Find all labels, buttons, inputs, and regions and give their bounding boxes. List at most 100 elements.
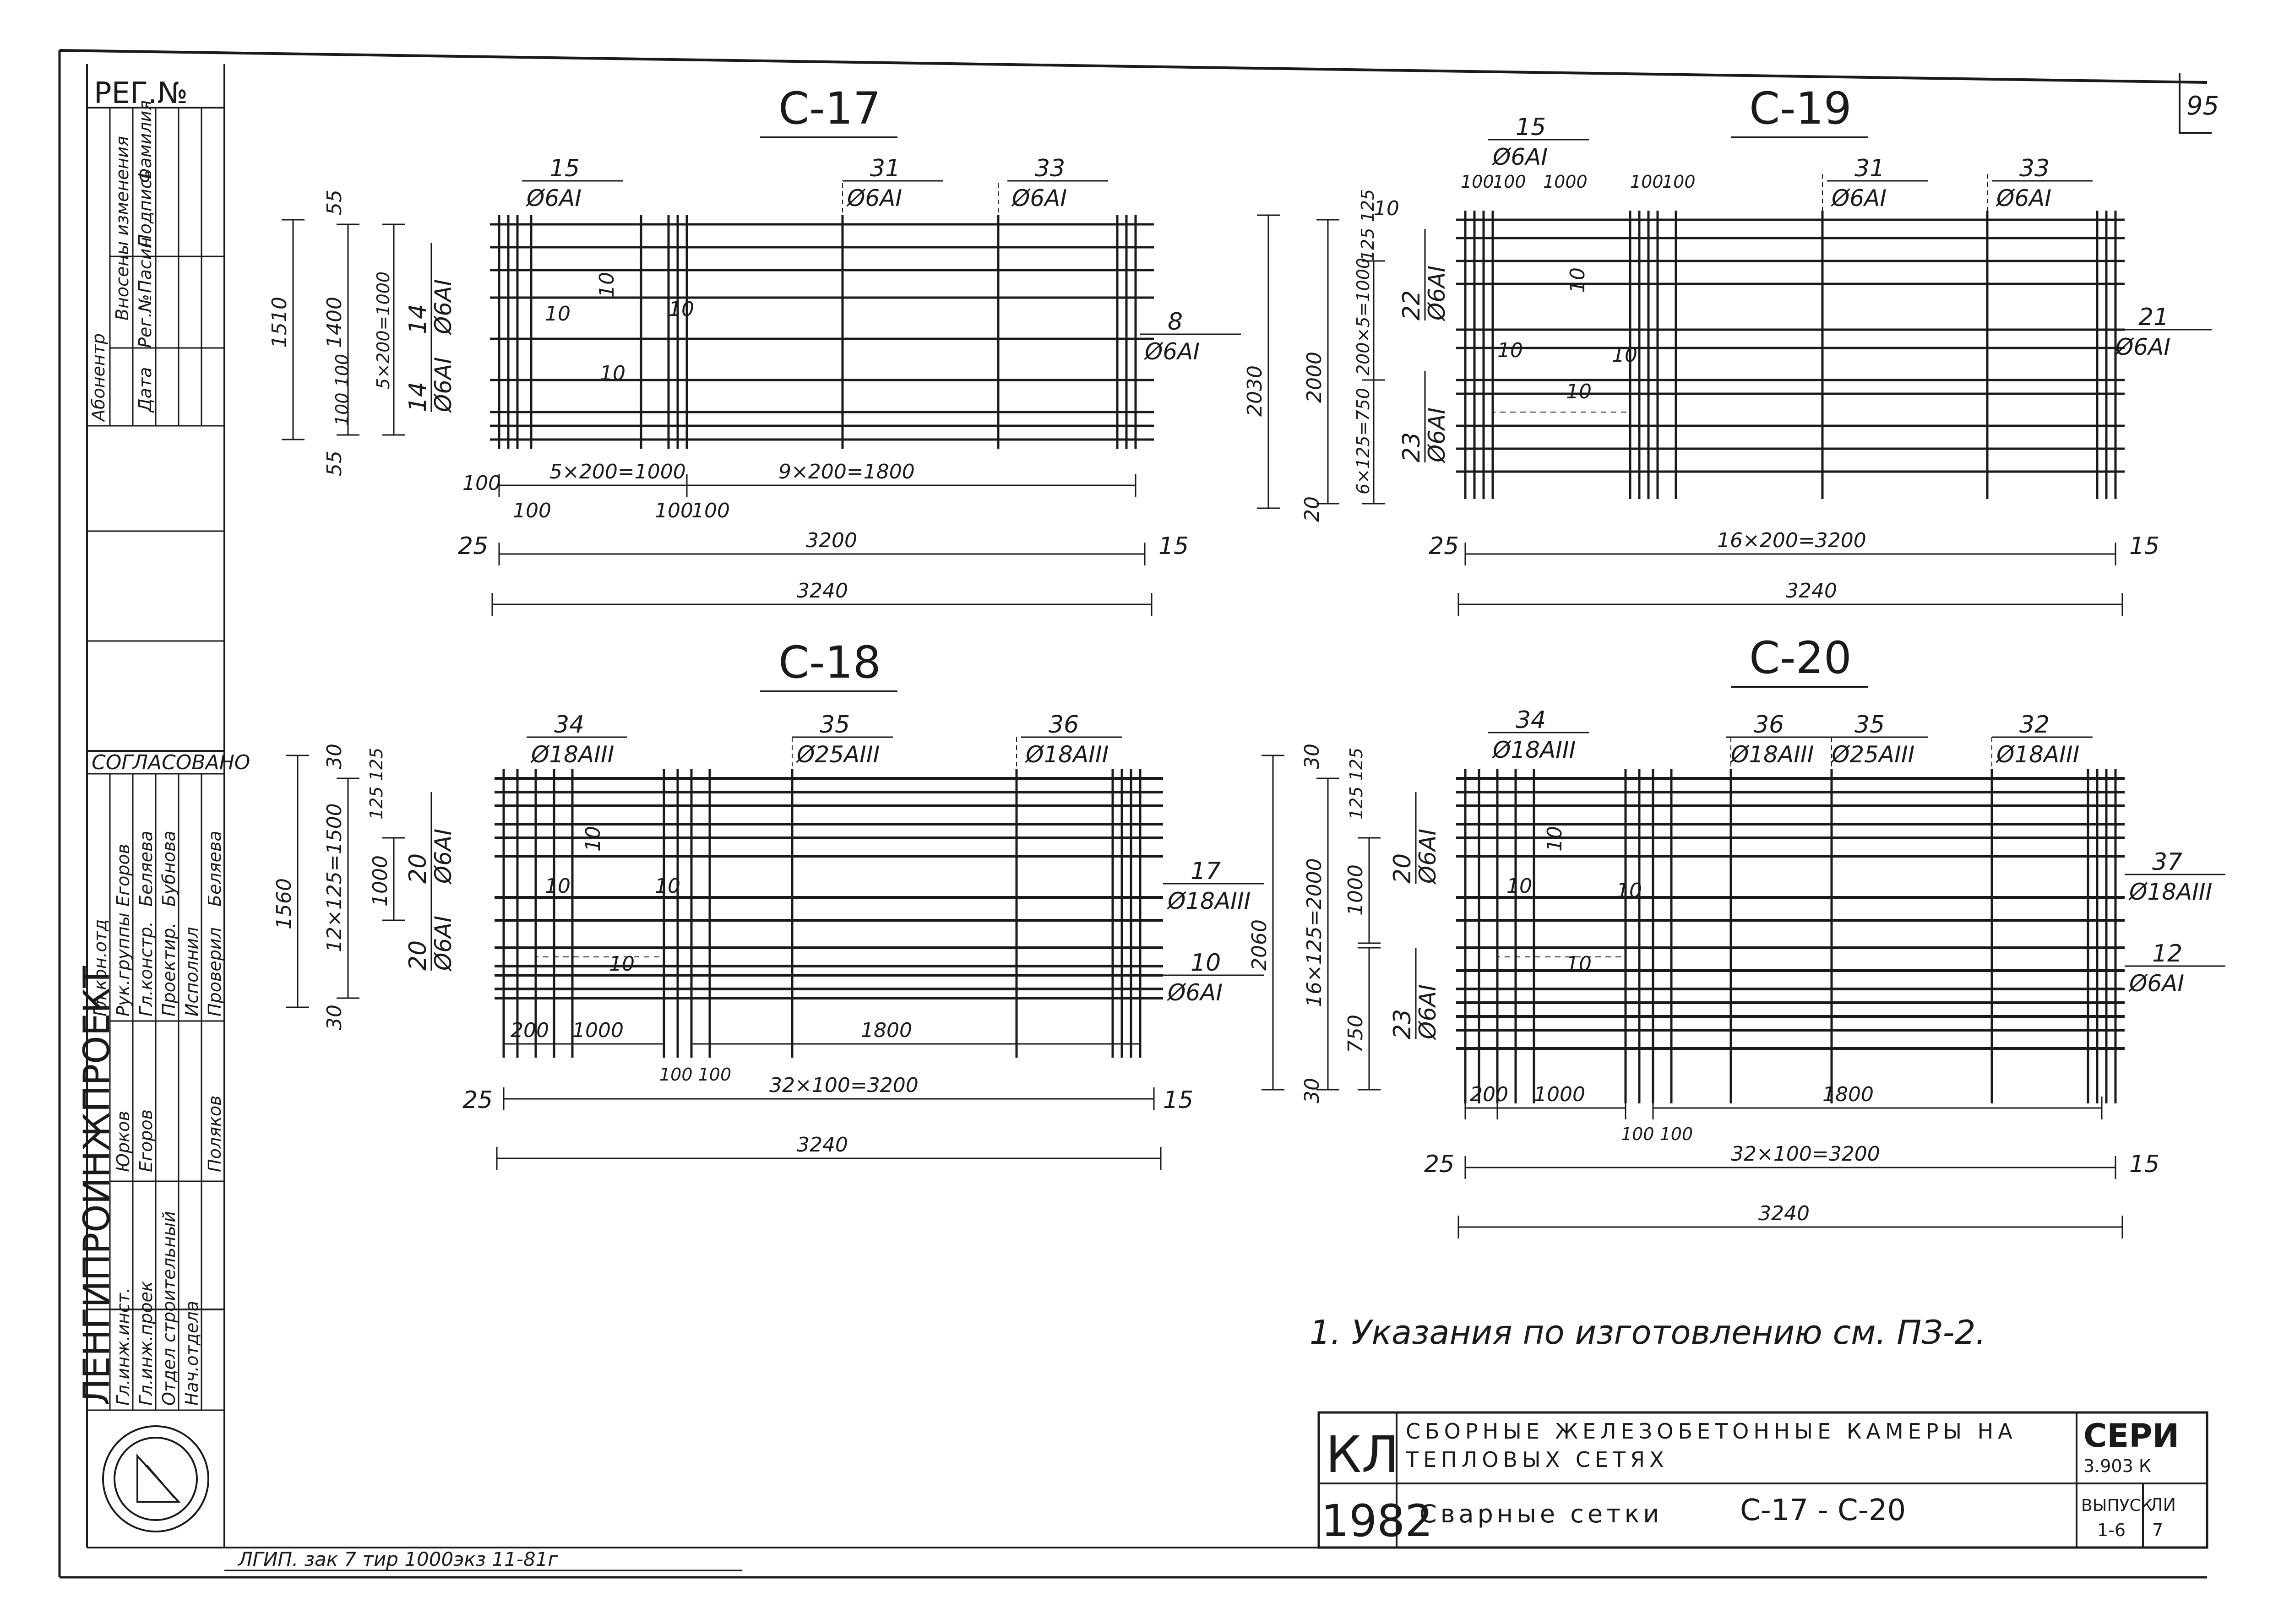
- series-label: СЕРИ: [2083, 1417, 2179, 1455]
- bar-callout-number: 36: [1754, 711, 1784, 739]
- title-code: КЛ: [1326, 1425, 1399, 1484]
- bar-callout-spec: Ø18АIII: [530, 741, 614, 768]
- dimension-label: 2060: [1248, 919, 1271, 971]
- bar-callout-number: 15: [549, 155, 580, 182]
- mesh-title: С-20: [1749, 632, 1852, 684]
- changes-block: Вносены изменения Абонентр Дата Рег.№ Па…: [88, 100, 155, 423]
- dimension-label: 25: [1429, 532, 1459, 560]
- dimension-label: 3240: [1786, 579, 1837, 603]
- bar-callout-spec: Ø6АI: [846, 185, 902, 212]
- dimension-label: 10: [595, 272, 619, 298]
- title-description: Сборные железобетонные камеры на тепловы…: [1406, 1419, 2017, 1472]
- bar-callout-spec: Ø6АI: [2115, 334, 2170, 360]
- dimension-label: 1000: [572, 1019, 624, 1042]
- callout-spec: Ø6АI: [1424, 266, 1450, 321]
- bar-callout-spec: Ø18АIII: [1492, 737, 1576, 763]
- org-role-1: Гл.инж.инст.: [113, 1287, 133, 1406]
- series-value: 3.903 К: [2083, 1456, 2151, 1476]
- mesh-title: С-19: [1749, 83, 1852, 134]
- callout-number: 22: [1398, 290, 1425, 320]
- note-text: 1. Указания по изготовлению см. ПЗ-2.: [1310, 1313, 1986, 1352]
- dimension-label: 200: [511, 1019, 549, 1042]
- bar-callout-number: 32: [2019, 711, 2050, 739]
- changes-header: Вносены изменения: [112, 136, 132, 320]
- dimension-label: 100: [1461, 172, 1494, 192]
- page-number: 95: [2186, 91, 2219, 121]
- approval-role-4: Проектир.: [159, 923, 179, 1016]
- approval-role-2: Рук.группы: [113, 912, 133, 1016]
- dimension-label: 10: [1612, 343, 1637, 367]
- dimension-label: 20: [1300, 496, 1324, 522]
- bar-callout-number: 35: [1854, 711, 1885, 739]
- dimension-label: 25: [1424, 1151, 1454, 1178]
- mesh-title: С-17: [778, 83, 881, 134]
- dimension-label: 30: [323, 744, 346, 769]
- mesh-title: С-18: [778, 637, 881, 688]
- dimension-label: 10: [1566, 267, 1589, 293]
- approval-role-3: Гл.констр.: [136, 921, 156, 1016]
- bar-callout-spec: Ø6АI: [1831, 185, 1887, 212]
- callout-spec: Ø6АI: [430, 279, 457, 335]
- bar-callout-number: 35: [820, 711, 850, 739]
- changes-col-sign: Подпись: [135, 169, 155, 247]
- approval-role-6: Проверил: [205, 927, 225, 1016]
- org-person-2: Егоров: [136, 1109, 156, 1172]
- dimension-label: 9×200=1800: [778, 460, 915, 483]
- bar-callout-number: 31: [1854, 155, 1885, 182]
- org-role-4: Нач.отдела: [182, 1301, 202, 1406]
- bar-callout-spec: Ø25АIII: [796, 741, 880, 768]
- dimension-label: 200×5=1000: [1353, 258, 1373, 375]
- bar-callout-number: 33: [2019, 155, 2050, 182]
- left-stamp: [87, 107, 224, 1411]
- dimension-label: 30: [1300, 1078, 1324, 1103]
- sheet-frame: [58, 49, 2208, 1579]
- title-block: [1317, 1411, 2208, 1549]
- approval-name-4: Беляева: [205, 831, 225, 907]
- approval-block: Гл.кон.отд Рук.группы Гл.констр. Проекти…: [90, 831, 225, 1016]
- org-role-2: Гл.инж.проек: [136, 1281, 156, 1406]
- callout-spec: Ø6АI: [1424, 407, 1450, 463]
- dimension-label: 5×200=1000: [549, 460, 686, 483]
- sheet-label: ЛИ: [2150, 1495, 2176, 1515]
- registry-label: РЕГ.№: [94, 76, 188, 110]
- dimension-label: 10: [1374, 197, 1399, 220]
- org-name: ЛЕНГИПРОИНЖПРОЕКТ: [76, 966, 118, 1406]
- dimension-label: 16×200=3200: [1717, 529, 1866, 552]
- approval-role-5: Исполнил: [182, 927, 202, 1016]
- bar-callout-spec: Ø6АI: [1996, 185, 2051, 212]
- dimension-label: 3200: [806, 529, 857, 552]
- dimension-label: 10: [1566, 952, 1592, 976]
- bar-callout-number: 15: [1516, 114, 1546, 141]
- dimension-label: 5×200=1000: [373, 272, 393, 389]
- dimension-label: 1510: [268, 297, 291, 348]
- dimension-label: 1800: [861, 1019, 912, 1042]
- bar-callout-number: 31: [870, 155, 900, 182]
- bar-callout-number: 17: [1191, 858, 1221, 885]
- bar-callout-number: 36: [1049, 711, 1079, 739]
- bar-callout-spec: Ø6АI: [1492, 144, 1548, 170]
- bar-callout-spec: Ø18АIII: [1996, 741, 2079, 768]
- org-person-3: Поляков: [205, 1095, 225, 1172]
- bar-callout-number: 8: [1168, 308, 1183, 336]
- approval-role-1: Гл.кон.отд: [90, 919, 110, 1016]
- dimension-label: 2030: [1243, 365, 1267, 417]
- dimension-label: 10: [1566, 380, 1592, 403]
- dimension-label: 1560: [272, 878, 296, 929]
